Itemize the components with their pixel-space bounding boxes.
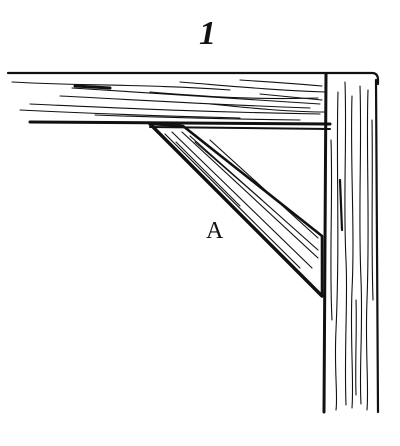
horizontal-beam — [6, 71, 380, 130]
part-label-a: A — [206, 218, 224, 244]
figure-number: 1 — [199, 15, 216, 52]
diagonal-brace — [148, 122, 324, 298]
vertical-post — [322, 72, 380, 414]
